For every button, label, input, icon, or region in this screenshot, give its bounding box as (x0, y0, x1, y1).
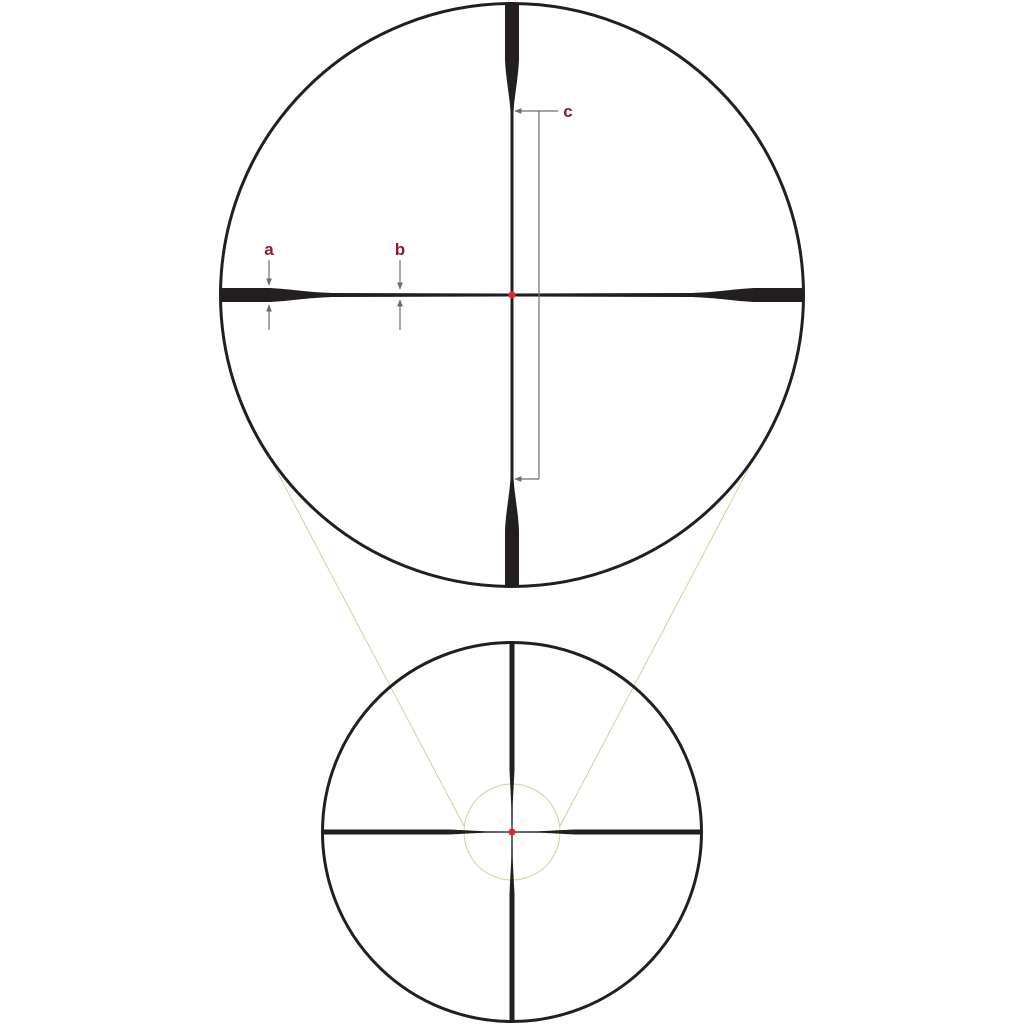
callout-a: a (264, 240, 274, 330)
callout-b: b (395, 240, 405, 330)
full-right-post (512, 829, 702, 835)
label-b: b (395, 240, 405, 259)
full-bottom-post (509, 832, 515, 1022)
full-reticle (321, 641, 703, 1023)
magnified-top-post (505, 3, 519, 295)
magnified-left-post (220, 288, 512, 302)
full-reticle-outline (321, 641, 703, 1023)
full-center-dot (508, 828, 516, 836)
full-crosshair (322, 642, 702, 1022)
magnified-reticle-outline (219, 2, 805, 588)
magnified-reticle (219, 2, 805, 588)
full-left-post (322, 829, 512, 835)
zoom-guide-left-line (271, 461, 465, 827)
zoom-guide-right-line (559, 461, 753, 827)
label-a: a (264, 240, 274, 259)
magnified-center-dot (508, 291, 516, 299)
full-top-post (509, 642, 515, 832)
callout-c: c (514, 102, 573, 482)
magnified-bottom-post (505, 295, 519, 587)
magnified-right-post (512, 288, 804, 302)
magnified-crosshair (220, 3, 804, 587)
label-c: c (563, 102, 572, 121)
